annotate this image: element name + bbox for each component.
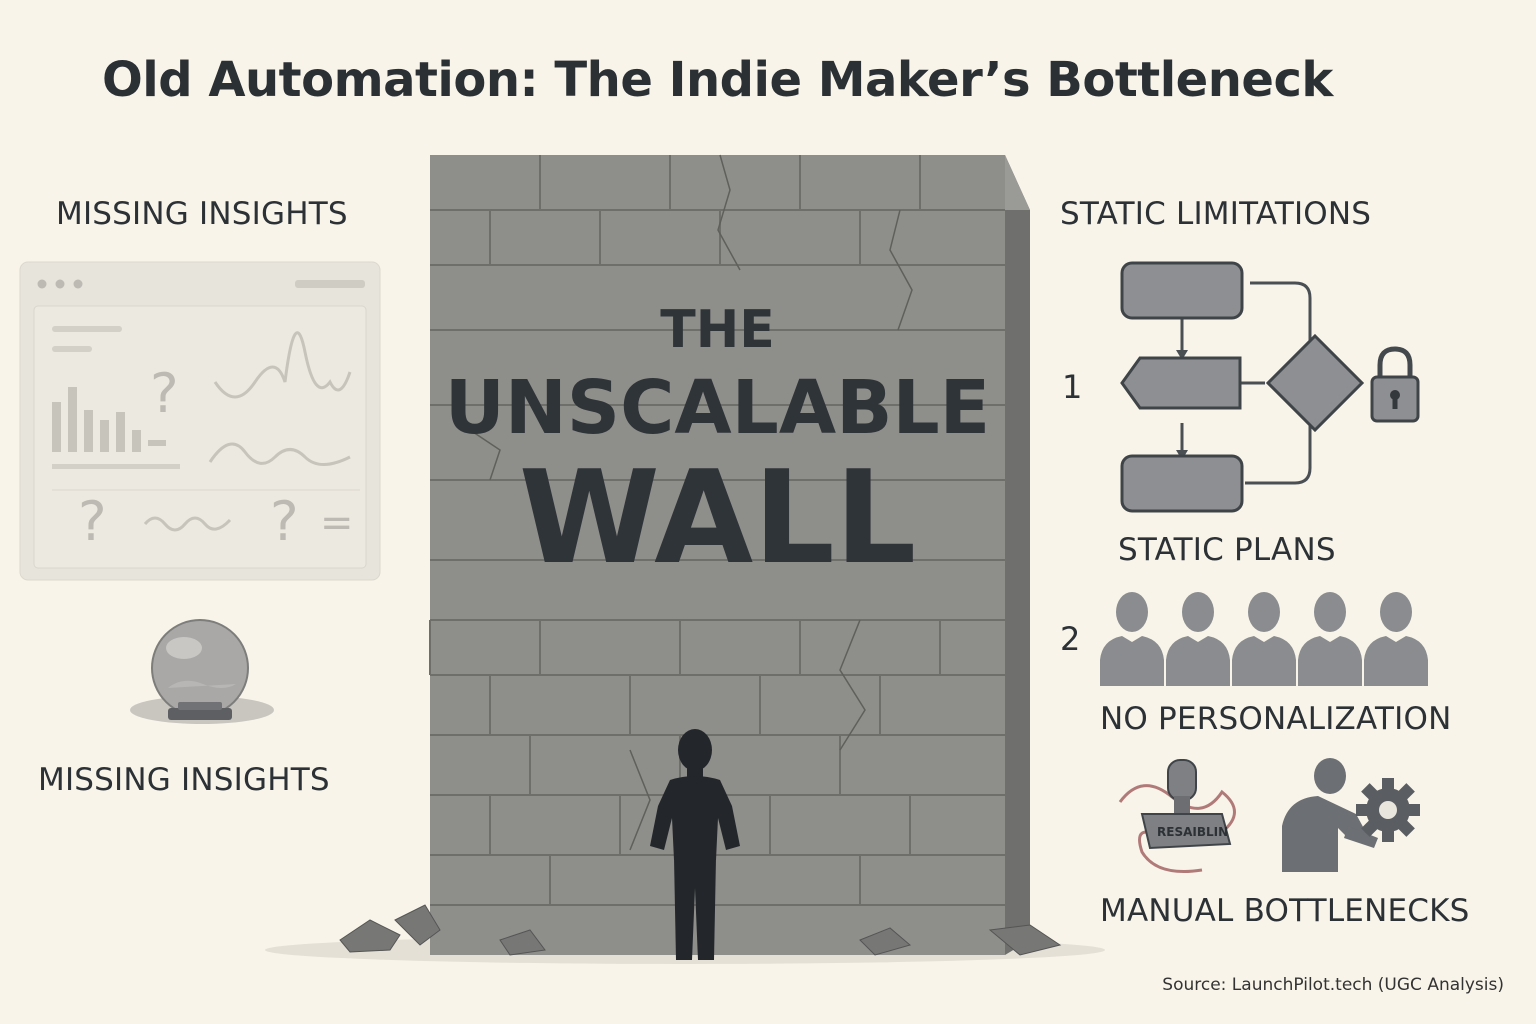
people-icon: [1100, 592, 1428, 686]
question-mark: ?: [150, 362, 179, 425]
question-mark: ?: [78, 490, 107, 553]
stamp-icon: RESAIBLIN: [1118, 759, 1236, 874]
worker-gear-icon: [1282, 758, 1420, 872]
lock-icon: [1370, 346, 1420, 423]
dashboard-icon: ? ? ? =: [19, 261, 381, 581]
source-attribution: Source: LaunchPilot.tech (UGC Analysis): [1162, 975, 1504, 995]
no-personalization-label: NO PERSONALIZATION: [1100, 701, 1452, 737]
static-plans-label: STATIC PLANS: [1118, 532, 1336, 568]
wall-text-wall: WALL: [518, 444, 917, 593]
item-number-2: 2: [1060, 620, 1081, 658]
item-number-1: 1: [1062, 368, 1083, 406]
equals-mark: =: [320, 500, 354, 546]
missing-insights-caption: MISSING INSIGHTS: [38, 762, 330, 798]
crystal-ball-icon: [130, 619, 274, 724]
page-title: Old Automation: The Indie Maker’s Bottle…: [102, 52, 1333, 108]
manual-bottlenecks-label: MANUAL BOTTLENECKS: [1100, 893, 1470, 929]
question-mark: ?: [270, 490, 299, 553]
wall-text-unscalable: UNSCALABLE: [444, 365, 991, 451]
person-silhouette: [650, 729, 740, 960]
stamp-text: RESAIBLIN: [1157, 825, 1228, 839]
wall-text-the: THE: [660, 300, 775, 360]
flowchart-icon: [1120, 261, 1365, 513]
missing-insights-heading: MISSING INSIGHTS: [56, 196, 348, 232]
static-limitations-heading: STATIC LIMITATIONS: [1060, 196, 1372, 232]
